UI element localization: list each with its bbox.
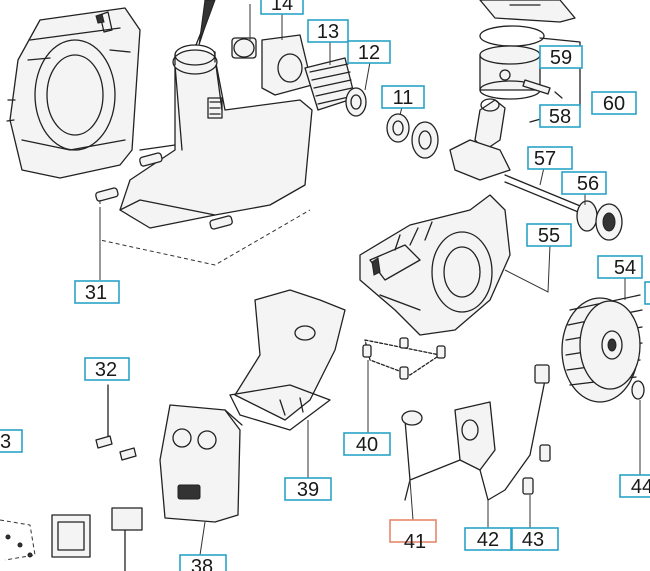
callout-60[interactable]: 60	[591, 91, 637, 115]
callout-13-label: 13	[317, 21, 339, 43]
callout-14[interactable]: 14	[260, 0, 304, 15]
callout-31-label: 31	[85, 282, 107, 304]
piston-assembly	[479, 0, 581, 123]
callout-43-label: 43	[522, 529, 544, 551]
crankcase-bolts	[362, 337, 446, 380]
flywheel	[561, 294, 645, 403]
bolts-32	[95, 384, 137, 461]
callout-58[interactable]: 58	[539, 104, 581, 128]
leader-lines	[99, 4, 641, 556]
callout-54-label: 54	[614, 257, 636, 279]
callout-13[interactable]: 13	[307, 19, 349, 43]
callout-12-label: 12	[358, 42, 380, 64]
callout-12[interactable]: 12	[347, 40, 391, 64]
callout-14-label: 14	[271, 0, 293, 15]
crankcase	[359, 194, 511, 336]
callout-40-label: 40	[356, 434, 378, 456]
starter-housing	[6, 7, 141, 179]
callout-31[interactable]: 31	[74, 280, 120, 304]
callout-56[interactable]: 56	[561, 171, 607, 195]
callout-44-label: 44	[631, 476, 650, 498]
callout-59-label: 59	[550, 47, 572, 69]
callout-40[interactable]: 40	[343, 432, 391, 456]
intake-parts	[231, 34, 367, 117]
callout-33[interactable]: 33	[0, 429, 23, 453]
callout-33-label: 33	[0, 431, 11, 453]
ignition-parts	[401, 364, 551, 501]
callout-partial-right	[644, 281, 650, 305]
callout-32[interactable]: 32	[84, 357, 130, 381]
callout-57[interactable]: 57	[527, 146, 573, 170]
callout-38-label: 38	[191, 556, 213, 571]
callout-58-label: 58	[549, 106, 571, 128]
callout-41[interactable]: 41	[389, 519, 437, 553]
callout-42-label: 42	[477, 529, 499, 551]
callout-42[interactable]: 42	[464, 527, 512, 551]
small-parts-33	[0, 507, 143, 571]
callout-39[interactable]: 39	[284, 477, 332, 501]
callout-54[interactable]: 54	[597, 255, 643, 279]
callout-41-label: 41	[404, 531, 426, 553]
callout-57-label: 57	[534, 148, 556, 170]
crankshaft	[386, 98, 623, 241]
callout-11[interactable]: 11	[381, 85, 425, 109]
callout-55-label: 55	[538, 225, 560, 247]
callout-32-label: 32	[95, 359, 117, 381]
fuel-tank	[95, 0, 313, 266]
callout-60-label: 60	[603, 93, 625, 115]
callout-44[interactable]: 44	[619, 474, 650, 498]
callout-39-label: 39	[297, 479, 319, 501]
heat-shield	[229, 289, 346, 431]
callout-43[interactable]: 43	[511, 527, 559, 551]
air-filter-cover	[159, 404, 243, 523]
callout-59[interactable]: 59	[539, 45, 583, 69]
callout-11-label: 11	[393, 87, 414, 109]
callout-56-label: 56	[577, 173, 599, 195]
callout-55[interactable]: 55	[526, 223, 572, 247]
callout-38[interactable]: 38	[179, 554, 227, 571]
